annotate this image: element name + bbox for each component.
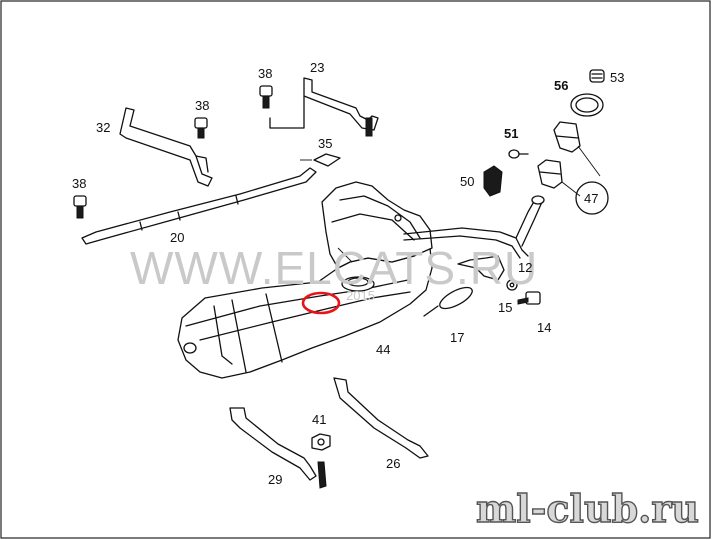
- fuel-tank-44: [177, 181, 433, 379]
- nut-41: [311, 433, 331, 451]
- bracket-12: [457, 255, 505, 281]
- callout-32: 32: [96, 120, 110, 135]
- callout-38-left: 38: [72, 176, 86, 191]
- part-35-pad: [313, 153, 341, 167]
- part-32-strap: [119, 107, 213, 187]
- part-26-strap: [333, 377, 429, 459]
- callout-38-top: 38: [258, 66, 272, 81]
- part-23-strap: [269, 77, 379, 137]
- tie-17: [423, 286, 473, 317]
- watermark-text: WWW.ELCATS.RU: [130, 242, 538, 294]
- seal-56: [570, 93, 604, 117]
- callout-circle-47: [575, 181, 609, 215]
- callout-15: 15: [498, 300, 512, 315]
- site-logo: ml-club.ru: [476, 486, 699, 531]
- callout-56: 56: [554, 78, 568, 93]
- leader-47: [561, 145, 601, 197]
- filler-pipe: [403, 195, 545, 259]
- callout-12: 12: [518, 260, 532, 275]
- bolt-38-c: [73, 195, 87, 219]
- callout-26: 26: [386, 456, 400, 471]
- callout-47: 47: [584, 191, 598, 206]
- leader-lines: [300, 159, 353, 263]
- bolt-38-a: [259, 85, 273, 109]
- neck-lower: [537, 159, 563, 189]
- callout-20: 20: [170, 230, 184, 245]
- highlight-circle: [301, 291, 341, 315]
- callout-53: 53: [610, 70, 624, 85]
- washer-15: [506, 279, 518, 291]
- callout-50: 50: [460, 174, 474, 189]
- watermark-year: 2015: [346, 288, 375, 303]
- screw-51: [508, 149, 529, 159]
- part-20-rod: [81, 167, 317, 245]
- cap-53: [589, 69, 605, 83]
- part-29-strap: [229, 407, 327, 489]
- callout-14: 14: [537, 320, 551, 335]
- callout-38-mid: 38: [195, 98, 209, 113]
- callout-41: 41: [312, 412, 326, 427]
- callout-17: 17: [450, 330, 464, 345]
- callout-29: 29: [268, 472, 282, 487]
- clip-50: [483, 165, 503, 197]
- callout-51: 51: [504, 126, 518, 141]
- callout-35: 35: [318, 136, 332, 151]
- bolt-38-b: [194, 117, 208, 139]
- callout-23: 23: [310, 60, 324, 75]
- bolt-14: [517, 291, 541, 305]
- callout-44: 44: [376, 342, 390, 357]
- washer-hole: [509, 282, 515, 288]
- neck-upper: [553, 121, 581, 153]
